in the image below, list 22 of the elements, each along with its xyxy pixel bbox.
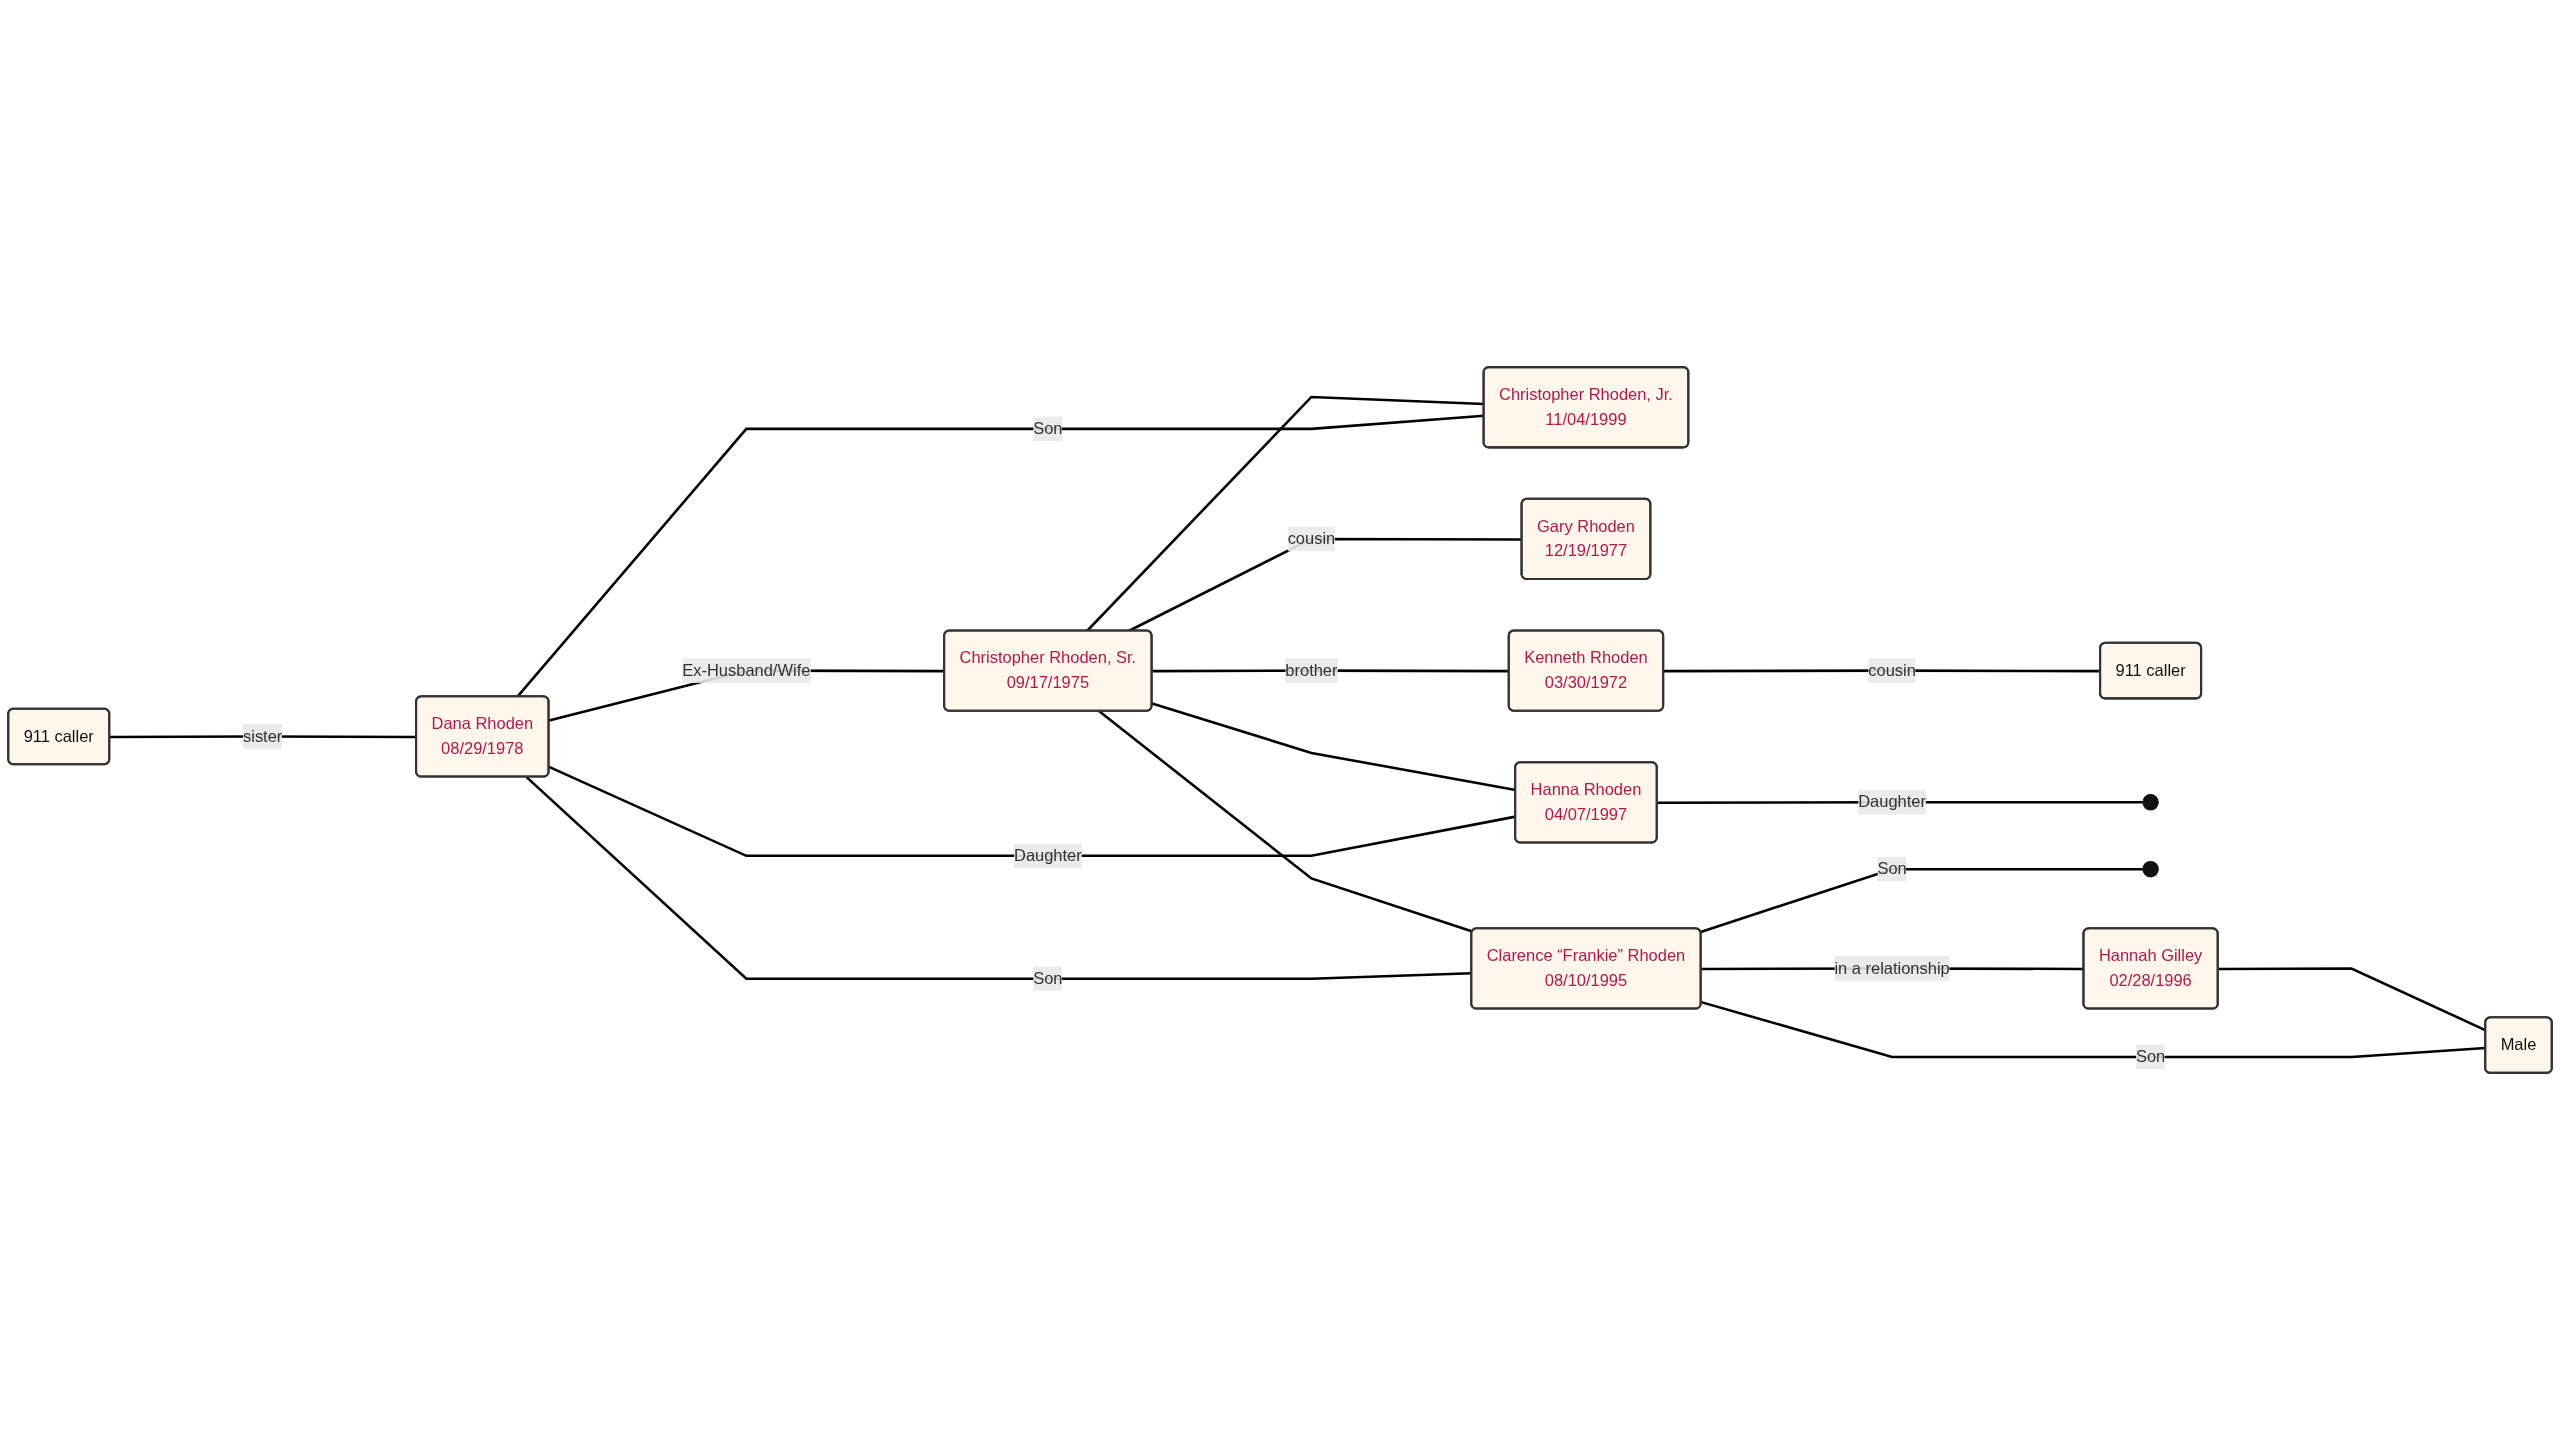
edge-label: Daughter: [1013, 846, 1082, 865]
connector: [1700, 867, 2143, 934]
node-person: [2142, 794, 2159, 811]
edge-label: cousin: [1868, 661, 1916, 679]
connector: [548, 765, 1516, 858]
connector: [1700, 1000, 2486, 1059]
connector: [1151, 702, 1516, 792]
edge-label: Ex-Husband/Wife: [682, 661, 811, 679]
edge-label: Daughter: [1858, 793, 1926, 811]
edge-label: Son: [1033, 419, 1063, 438]
node-person: [2142, 860, 2159, 878]
connector: [525, 776, 1472, 981]
edge-label: sister: [243, 727, 283, 745]
edge-label: Son: [1877, 859, 1907, 878]
connector: [1098, 710, 1473, 933]
connector: [1663, 669, 2101, 673]
edge-label: in a relationship: [1834, 959, 1950, 977]
edge-label: brother: [1285, 661, 1338, 679]
edge-label: cousin: [1287, 529, 1336, 548]
edge-label: Son: [1033, 969, 1063, 987]
connector: [109, 735, 417, 739]
edge-label: Son: [2135, 1047, 2166, 1066]
